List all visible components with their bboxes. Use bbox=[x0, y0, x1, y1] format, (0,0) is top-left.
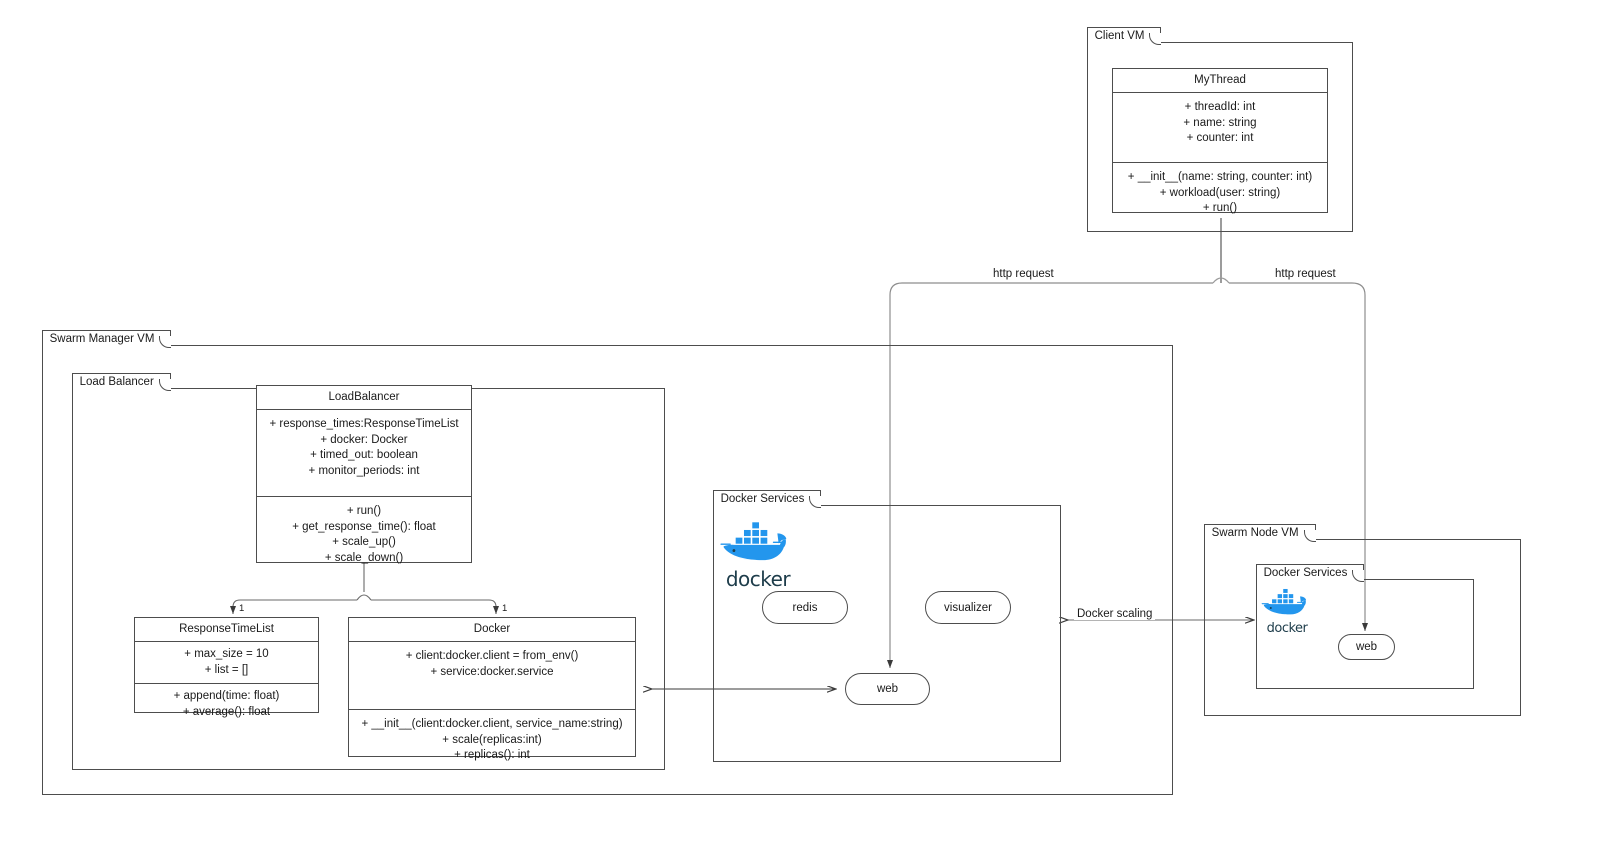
service-web-node-label: web bbox=[1355, 641, 1378, 653]
package-docker-services-node-tab: Docker Services bbox=[1255, 564, 1365, 581]
method: + __init__(client:docker.client, service… bbox=[361, 718, 623, 730]
method: + scale_down() bbox=[324, 551, 404, 564]
edge-label-http-request-left: http request bbox=[990, 268, 1057, 280]
method: + replicas(): int bbox=[454, 749, 530, 761]
attribute: + threadId: int bbox=[1184, 101, 1256, 113]
class-responsetimelist-name: ResponseTimeList bbox=[135, 618, 318, 642]
package-load-balancer-tab: Load Balancer bbox=[71, 373, 171, 390]
attribute: + name: string bbox=[1183, 116, 1257, 129]
method: + scale_up() bbox=[332, 536, 396, 548]
docker-logo-node: docker bbox=[1261, 586, 1313, 636]
method: + average(): float bbox=[182, 705, 271, 718]
class-mythread-attributes: + threadId: int + name: string + counter… bbox=[1113, 93, 1327, 163]
attribute: + max_size = 10 bbox=[184, 648, 269, 660]
service-redis: redis bbox=[762, 591, 848, 624]
node-client-vm-label: Client VM bbox=[1094, 30, 1145, 42]
node-swarm-node-vm: Swarm Node VM bbox=[1203, 524, 1521, 716]
class-loadbalancer-name: LoadBalancer bbox=[257, 386, 471, 410]
attribute: + docker: Docker bbox=[320, 433, 408, 446]
class-responsetimelist-attributes: + max_size = 10 + list = [] bbox=[135, 642, 318, 684]
service-web-manager-label: web bbox=[876, 683, 899, 695]
multiplicity-responsetimelist: 1 bbox=[239, 603, 245, 614]
package-docker-services-manager-tab: Docker Services bbox=[712, 490, 822, 507]
service-visualizer-label: visualizer bbox=[944, 601, 992, 614]
service-redis-label: redis bbox=[792, 601, 818, 614]
node-swarm-node-vm-tab: Swarm Node VM bbox=[1203, 524, 1316, 541]
attribute: + list = [] bbox=[204, 663, 249, 676]
package-docker-services-node: Docker Services bbox=[1255, 564, 1474, 689]
docker-whale-icon bbox=[720, 521, 787, 561]
method: + append(time: float) bbox=[173, 690, 280, 702]
class-mythread-name: MyThread bbox=[1113, 69, 1327, 93]
package-docker-services-manager: Docker Services bbox=[712, 490, 1061, 762]
edge-label-docker-scaling: Docker scaling bbox=[1074, 608, 1156, 620]
service-web-manager: web bbox=[845, 673, 930, 705]
node-client-vm: Client VM bbox=[1086, 27, 1353, 232]
node-client-vm-tab: Client VM bbox=[1086, 27, 1162, 44]
attribute: + service:docker.service bbox=[430, 665, 554, 678]
class-responsetimelist: ResponseTimeList + max_size = 10 + list … bbox=[134, 617, 319, 718]
class-loadbalancer: LoadBalancer + response_times:ResponseTi… bbox=[256, 385, 472, 564]
attribute: + response_times:ResponseTimeList bbox=[269, 418, 459, 430]
method: + scale(replicas:int) bbox=[442, 733, 542, 746]
class-loadbalancer-attributes: + response_times:ResponseTimeList + dock… bbox=[257, 410, 471, 497]
multiplicity-docker: 1 bbox=[502, 603, 508, 614]
package-load-balancer-label: Load Balancer bbox=[79, 376, 154, 388]
docker-whale-icon bbox=[1261, 588, 1307, 615]
method: + __init__(name: string, counter: int) bbox=[1127, 171, 1313, 183]
attribute: + counter: int bbox=[1186, 132, 1254, 144]
docker-wordmark-node: docker bbox=[1266, 621, 1308, 636]
method: + run() bbox=[346, 505, 382, 517]
class-mythread-methods: + __init__(name: string, counter: int) +… bbox=[1113, 163, 1327, 224]
class-docker-methods: + __init__(client:docker.client, service… bbox=[349, 710, 635, 771]
class-docker-name: Docker bbox=[349, 618, 635, 642]
attribute: + client:docker.client = from_env() bbox=[405, 650, 579, 662]
class-docker: Docker + client:docker.client = from_env… bbox=[348, 617, 636, 761]
class-responsetimelist-methods: + append(time: float) + average(): float bbox=[135, 684, 318, 725]
package-docker-services-manager-label: Docker Services bbox=[720, 493, 805, 505]
class-docker-attributes: + client:docker.client = from_env() + se… bbox=[349, 642, 635, 710]
method: + run() bbox=[1202, 202, 1238, 214]
package-docker-services-node-label: Docker Services bbox=[1263, 567, 1348, 579]
attribute: + timed_out: boolean bbox=[310, 449, 418, 461]
method: + workload(user: string) bbox=[1159, 186, 1281, 199]
node-swarm-node-vm-label: Swarm Node VM bbox=[1211, 527, 1299, 539]
class-mythread: MyThread + threadId: int + name: string … bbox=[1112, 68, 1328, 214]
edge-label-http-request-right: http request bbox=[1272, 268, 1339, 280]
method: + get_response_time(): float bbox=[292, 520, 436, 533]
node-swarm-manager-vm-tab: Swarm Manager VM bbox=[41, 330, 172, 347]
attribute: + monitor_periods: int bbox=[308, 464, 420, 477]
node-swarm-manager-vm: Swarm Manager VM bbox=[41, 330, 1173, 795]
class-loadbalancer-methods: + run() + get_response_time(): float + s… bbox=[257, 497, 471, 573]
node-swarm-manager-vm-label: Swarm Manager VM bbox=[49, 333, 155, 345]
docker-wordmark-manager: docker bbox=[725, 567, 791, 591]
docker-logo-manager: docker bbox=[719, 518, 799, 591]
service-web-node: web bbox=[1338, 634, 1395, 660]
service-visualizer: visualizer bbox=[925, 591, 1011, 624]
